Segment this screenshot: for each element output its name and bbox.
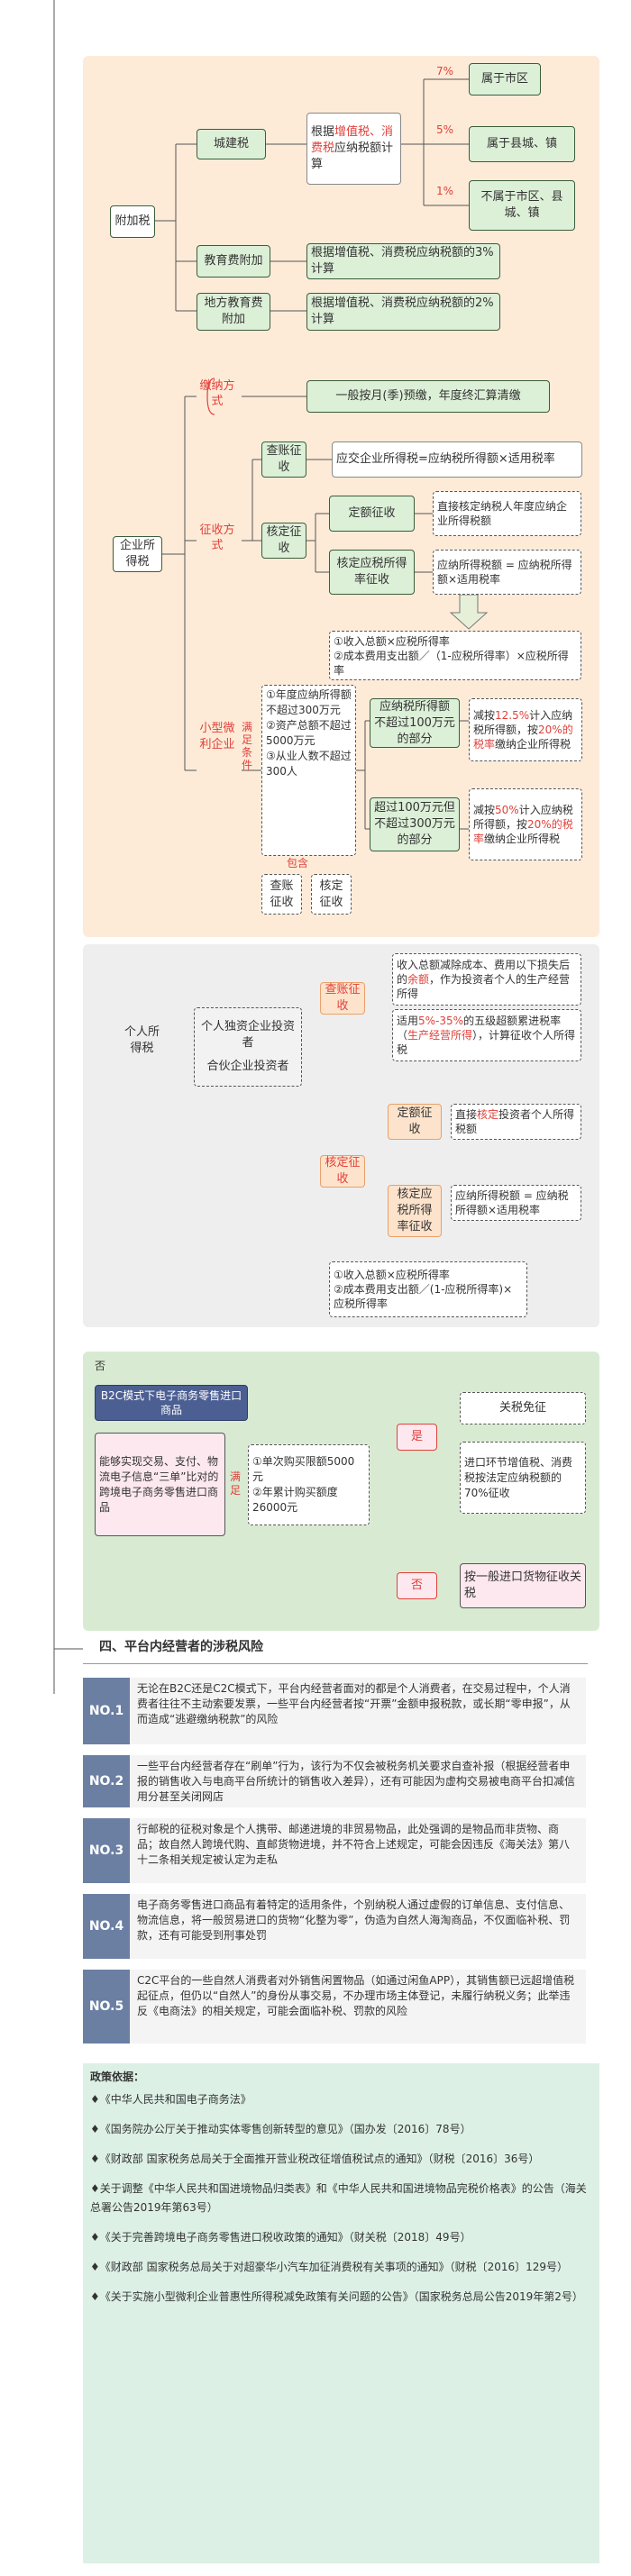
personal-fixed-desc: 直接核定投资者个人所得税额	[451, 1104, 581, 1140]
policy-panel	[83, 2063, 599, 2563]
include-audit: 查账征收	[261, 874, 302, 915]
tier2-range: 超过100万元但不超过300万元的部分	[370, 797, 460, 851]
policy-item: ♦《财政部 国家税务总局关于全面推开营业税改征增值税试点的通知》（财税〔2016…	[90, 2153, 540, 2165]
policy-item: ♦《财政部 国家税务总局关于对超豪华小汽车加征消费税有关事项的通知》（财税〔20…	[90, 2261, 569, 2273]
crossborder-goods: 能够实现交易、支付、物流电子信息“三单”比对的跨境电子商务零售进口商品	[95, 1433, 225, 1536]
personal-assessed-collection: 核定征收	[320, 1155, 365, 1188]
personal-assessed-rate-desc: 应纳所得税额 = 应纳税所得额×适用税率	[451, 1185, 581, 1221]
local-education-surcharge: 地方教育费附加	[197, 293, 270, 331]
policy-item: ♦《关于完善跨境电子商务零售进口税收政策的通知》（财关税〔2018〕49号）	[90, 2231, 471, 2244]
down-arrow-icon	[449, 594, 489, 630]
rate-1: 1%	[436, 185, 454, 197]
rate-5: 5%	[436, 123, 454, 136]
policy-content: 政策依据： ♦《中华人民共和国电子商务法》 ♦《国务院办公厅关于推动实体零售创新…	[90, 2068, 590, 2317]
root-personal-income-tax: 个人所得税	[123, 1025, 160, 1055]
policy-item: ♦《中华人民共和国电子商务法》	[90, 2093, 251, 2106]
no-branch: 否	[397, 1572, 437, 1599]
risk-text-5: C2C平台的一些自然人消费者对外销售闲置物品（如通过闲鱼APP），其销售额已远超…	[130, 1970, 586, 2044]
rate-7: 7%	[436, 65, 454, 77]
root-corporate-income-tax: 企业所得税	[113, 536, 162, 572]
personal-audit-desc: 收入总额减除成本、费用以下损失后的余额，作为投资者个人的生产经营所得	[392, 953, 581, 1006]
assessed-collection: 核定征收	[261, 523, 306, 559]
risk-text-3: 行邮税的征税对象是个人携带、邮递进境的非贸易物品，此处强调的是物品而非货物、商品…	[130, 1818, 586, 1883]
personal-audit-collection: 查账征收	[320, 982, 365, 1015]
education-surcharge: 教育费附加	[197, 245, 270, 278]
yes-branch: 是	[397, 1424, 437, 1451]
risk-badge-1: NO.1	[83, 1678, 130, 1744]
fixed-amount-collection: 定额征收	[329, 496, 415, 532]
vat-70-percent: 进口环节增值税、消费税按法定应纳税额的70%征收	[460, 1442, 586, 1514]
risk-badge-3: NO.3	[83, 1818, 130, 1883]
risk-badge-4: NO.4	[83, 1894, 130, 1959]
policy-item: ♦《国务院办公厅关于推动实体零售创新转型的意见》（国办发〔2016〕78号）	[90, 2123, 471, 2135]
assessed-rate-desc: 应纳所得税额 = 应纳税所得额×适用税率	[433, 550, 581, 595]
location-county: 属于县城、镇	[469, 126, 575, 162]
payment-method-label: 缴纳方式	[199, 379, 235, 408]
education-basis: 根据增值税、消费税应纳税额的3%计算	[306, 243, 500, 279]
risk-text-4: 电子商务零售进口商品有着特定的适用条件，个别纳税人通过虚假的订单信息、支付信息、…	[130, 1894, 586, 1959]
include-assessed: 核定征收	[311, 874, 352, 915]
small-micro-label: 小型微利企业	[199, 722, 235, 751]
tariff-exempt: 关税免征	[460, 1392, 586, 1425]
collection-method-label: 征收方式	[199, 523, 235, 552]
conditions-title: 满足条件	[242, 721, 253, 771]
location-other: 不属于市区、县城、镇	[469, 180, 575, 231]
policy-item: ♦《关于实施小型微利企业普惠性所得税减免政策有关问题的公告》（国家税务总局公告2…	[90, 2290, 583, 2303]
audit-collection: 查账征收	[261, 441, 306, 478]
risk-badge-5: NO.5	[83, 1970, 130, 2044]
root-surcharge-tax: 附加税	[110, 205, 155, 238]
local-education-basis: 根据增值税、消费税应纳税额的2%计算	[306, 293, 500, 331]
fixed-amount-desc: 直接核定纳税人年度应纳企业所得税额	[433, 491, 581, 536]
personal-fixed-collection: 定额征收	[388, 1104, 442, 1140]
taxable-income-formula: ①收入总额×应税所得率 ②成本费用支出额／（1-应税所得率）×应税所得率	[329, 631, 581, 680]
risk-heading-underline	[83, 1663, 588, 1664]
policy-title: 政策依据：	[90, 2071, 145, 2083]
audit-formula: 应交企业所得税=应纳税所得额×适用税率	[332, 441, 582, 478]
investor-types: 个人独资企业投资者 合伙企业投资者	[194, 1007, 302, 1087]
purchase-limits: ①单次购买限额5000元 ②年累计购买额度26000元	[248, 1444, 370, 1525]
condition-label: 满足	[230, 1470, 242, 1497]
location-city: 属于市区	[469, 63, 541, 96]
tier1-range: 应纳税所得额不超过100万元的部分	[370, 698, 460, 748]
urban-basis: 根据增值税、消费税应纳税额计算	[306, 113, 401, 185]
personal-formula: ①收入总额×应税所得率 ②成本费用支出额／(1-应税所得率)×应税所得率	[329, 1261, 527, 1317]
small-micro-conditions: ①年度应纳所得额不超过300万元 ②资产总额不超过5000万元 ③从业人数不超过…	[261, 685, 356, 856]
personal-audit-rate: 适用5%-35%的五级超额累进税率（生产经营所得），计算征收个人所得税	[392, 1009, 581, 1061]
assessed-rate-collection: 核定应税所得率征收	[329, 550, 415, 595]
urban-construction-tax: 城建税	[197, 129, 266, 159]
tier1-desc: 减按12.5%计入应纳税所得额，按20%的税率缴纳企业所得税	[469, 698, 582, 761]
section4-number: 否	[95, 1360, 106, 1372]
include-label: 包含	[286, 857, 308, 869]
risk-text-1: 无论在B2C还是C2C模式下，平台内经营者面对的都是个人消费者，在交易过程中，个…	[130, 1678, 586, 1744]
policy-item: ♦关于调整《中华人民共和国进境物品归类表》和《中华人民共和国进境物品完税价格表》…	[90, 2182, 587, 2214]
personal-assessed-rate: 核定应税所得率征收	[388, 1185, 442, 1237]
tier2-desc: 减按50%计入应纳税所得额，按20%的税率缴纳企业所得税	[469, 788, 582, 860]
risk-heading: 四、平台内经营者的涉税风险	[99, 1640, 263, 1654]
risk-badge-2: NO.2	[83, 1755, 130, 1807]
risk-text-2: 一些平台内经营者存在“刷单”行为，该行为不仅会被税务机关要求自查补报（根据经营者…	[130, 1755, 586, 1807]
general-import-tariff: 按一般进口货物征收关税	[460, 1563, 586, 1608]
payment-desc: 一般按月(季)预缴，年度终汇算清缴	[306, 380, 550, 413]
section4-title: B2C模式下电子商务零售进口商品	[95, 1385, 248, 1421]
